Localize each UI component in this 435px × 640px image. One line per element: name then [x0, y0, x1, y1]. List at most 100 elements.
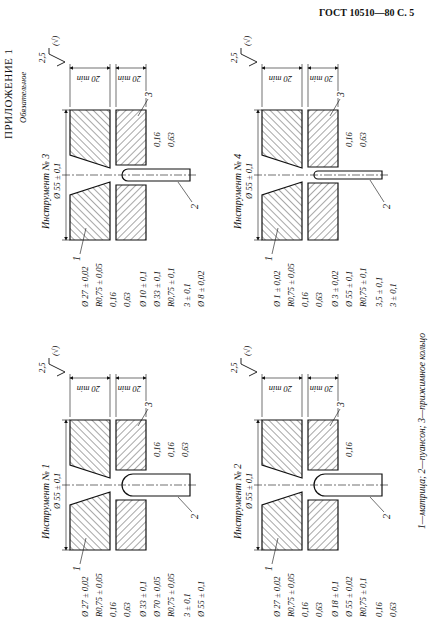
dimension-label: R0,75 ± 0,05	[286, 262, 296, 308]
dimension-label: 0,63	[122, 291, 132, 308]
dimension-label: Ø 8 ± 0,02	[196, 270, 206, 308]
dimension-line	[116, 68, 146, 69]
roughness-value: (√)	[50, 35, 60, 47]
extension-line	[110, 374, 111, 417]
callout-number: 2	[382, 513, 392, 520]
extension-line	[116, 374, 117, 417]
dimension-label: 3 ± 0,1	[388, 282, 398, 308]
dimension-label: R0,75 ± 0,05	[94, 262, 104, 308]
leader-line	[370, 497, 384, 512]
extension-line	[146, 374, 147, 417]
dimension-line	[116, 378, 146, 379]
roughness-sign	[49, 358, 65, 376]
dimension-label: 0,16	[344, 441, 354, 458]
dimension-label: R0,75 ± 0,05	[94, 572, 104, 618]
extension-line	[116, 64, 117, 107]
pressure-ring-section	[308, 500, 338, 550]
dimension-label: R0,75 ± 0,1	[358, 576, 368, 618]
leader-line	[272, 228, 278, 254]
dimension-label: 3 ± 0,1	[182, 282, 192, 308]
center-line	[62, 175, 198, 176]
leader-line	[272, 538, 278, 564]
callout-number: 3	[144, 401, 154, 408]
matrix-section	[262, 420, 302, 478]
dimension-label: 20 min	[76, 74, 101, 84]
extension-line	[110, 64, 111, 107]
dimension-label: Ø 27 ± 0,02	[80, 575, 90, 618]
matrix-section	[262, 110, 302, 168]
matrix-section	[70, 492, 110, 550]
pressure-ring-section	[116, 420, 146, 470]
dimension-label: R0,75 ± 0,05	[286, 572, 296, 618]
dimension-label: R0,75 ± 0,1	[166, 266, 176, 308]
dimension-label: Ø 33 ± 0,1	[138, 580, 148, 618]
tool-title: Инструмент № 3	[40, 153, 52, 230]
extension-line	[62, 240, 70, 241]
extension-line	[254, 420, 262, 421]
roughness-sign	[241, 48, 257, 66]
appendix-status: Обязательное	[18, 71, 28, 124]
roughness-value: 2,5	[229, 51, 239, 64]
dimension-label: 3,5 ± 0,1	[374, 276, 384, 308]
pressure-ring-section	[308, 420, 338, 470]
leader-line	[138, 99, 148, 116]
extension-line	[62, 110, 70, 111]
dimension-line	[308, 378, 338, 379]
extension-line	[146, 64, 147, 107]
extension-line	[308, 64, 309, 107]
dimension-label: 0,63	[166, 131, 176, 148]
extension-line	[338, 64, 339, 107]
tool-title: Инструмент № 2	[232, 463, 244, 540]
dimension-line	[258, 110, 259, 240]
dimension-label: 20 min	[76, 384, 101, 394]
dimension-label: 3 ± 0,1	[182, 592, 192, 618]
dimension-line	[66, 420, 67, 550]
dimension-label: 0,16	[344, 131, 354, 148]
leader-line	[370, 180, 384, 202]
extension-line	[70, 374, 71, 417]
callout-number: 2	[190, 513, 200, 520]
dimension-label: Ø 1 ± 0,02	[272, 270, 282, 308]
leader-line	[330, 409, 340, 426]
leader-line	[138, 409, 148, 426]
dimension-label: 20 min	[117, 74, 142, 84]
extension-line	[254, 110, 262, 111]
dimension-label: Ø 70 ± 0,05	[152, 575, 162, 618]
dimension-label: 20 min	[309, 384, 334, 394]
roughness-value: 2,5	[229, 361, 239, 374]
dimension-label: 0,16	[300, 291, 310, 308]
dimension-line	[308, 68, 338, 69]
callout-number: 1	[72, 255, 82, 262]
dimension-label: Ø 55 ± 0,1	[52, 472, 62, 510]
pressure-ring-section	[308, 110, 338, 167]
extension-line	[262, 64, 263, 107]
callout-number: 2	[382, 203, 392, 210]
dimension-label: 0,63	[180, 441, 190, 458]
dimension-line	[70, 68, 110, 69]
dimension-label: 0,16	[300, 601, 310, 618]
parts-caption: 1—матрица; 2—пуансон; 3—прижимное кольцо	[416, 332, 428, 530]
appendix-title: ПРИЛОЖЕНИЕ 1	[2, 47, 15, 140]
dimension-label: Ø 55 ± 0,1	[244, 472, 254, 510]
tool-title: Инструмент № 1	[40, 463, 52, 540]
dimension-label: 0,63	[388, 601, 398, 618]
callout-number: 2	[190, 203, 200, 210]
roughness-value: (√)	[242, 35, 252, 47]
pressure-ring-section	[116, 185, 146, 240]
callout-number: 3	[144, 91, 154, 98]
roughness-sign	[49, 48, 65, 66]
extension-line	[62, 550, 70, 551]
leader-line	[80, 538, 86, 564]
extension-line	[302, 64, 303, 107]
leader-line	[80, 228, 86, 254]
dimension-label: 0,16	[108, 291, 118, 308]
dimension-label: Ø 10 ± 0,1	[138, 270, 148, 308]
dimension-label: Ø 33 ± 0,1	[152, 270, 162, 308]
dimension-label: 20 min	[309, 74, 334, 84]
pressure-ring-section	[308, 183, 338, 240]
extension-line	[70, 64, 71, 107]
dimension-line	[66, 110, 67, 240]
dimension-label: 0,63	[358, 131, 368, 148]
